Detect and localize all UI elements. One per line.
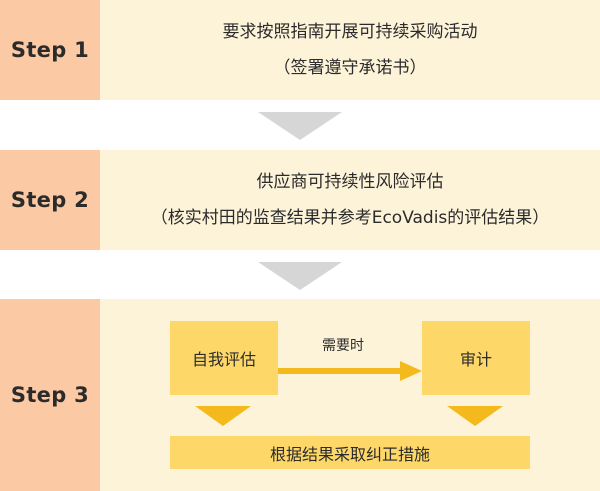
- down-arrow-audit: [447, 406, 503, 426]
- step-2-line-2: （核实村田的监查结果并参考EcoVadis的评估结果）: [150, 208, 550, 228]
- step-2-line-1: 供应商可持续性风险评估: [256, 172, 444, 192]
- step-1-line-2: （签署遵守承诺书）: [273, 58, 427, 78]
- audit-box: 审计: [422, 321, 530, 395]
- down-arrow-1: [258, 112, 342, 140]
- step-3-label: Step 3: [0, 299, 100, 491]
- down-arrow-2: [258, 262, 342, 290]
- step-1-label: Step 1: [0, 0, 100, 100]
- corrective-action-box: 根据结果采取纠正措施: [170, 436, 530, 469]
- step-1-line-1: 要求按照指南开展可持续采购活动: [222, 22, 478, 42]
- step-2-label: Step 2: [0, 150, 100, 250]
- step-2-row: Step 2 供应商可持续性风险评估 （核实村田的监查结果并参考EcoVadis…: [0, 150, 600, 250]
- step-3-row: Step 3 自我评估 需要时 审计 根据结果采取纠正措施: [0, 299, 600, 491]
- down-arrow-self-assessment: [195, 406, 251, 426]
- step-1-row: Step 1 要求按照指南开展可持续采购活动 （签署遵守承诺书）: [0, 0, 600, 100]
- flow-arrow-icon: [278, 361, 422, 381]
- flow-label-when-needed: 需要时: [322, 338, 364, 354]
- self-assessment-box: 自我评估: [170, 321, 278, 395]
